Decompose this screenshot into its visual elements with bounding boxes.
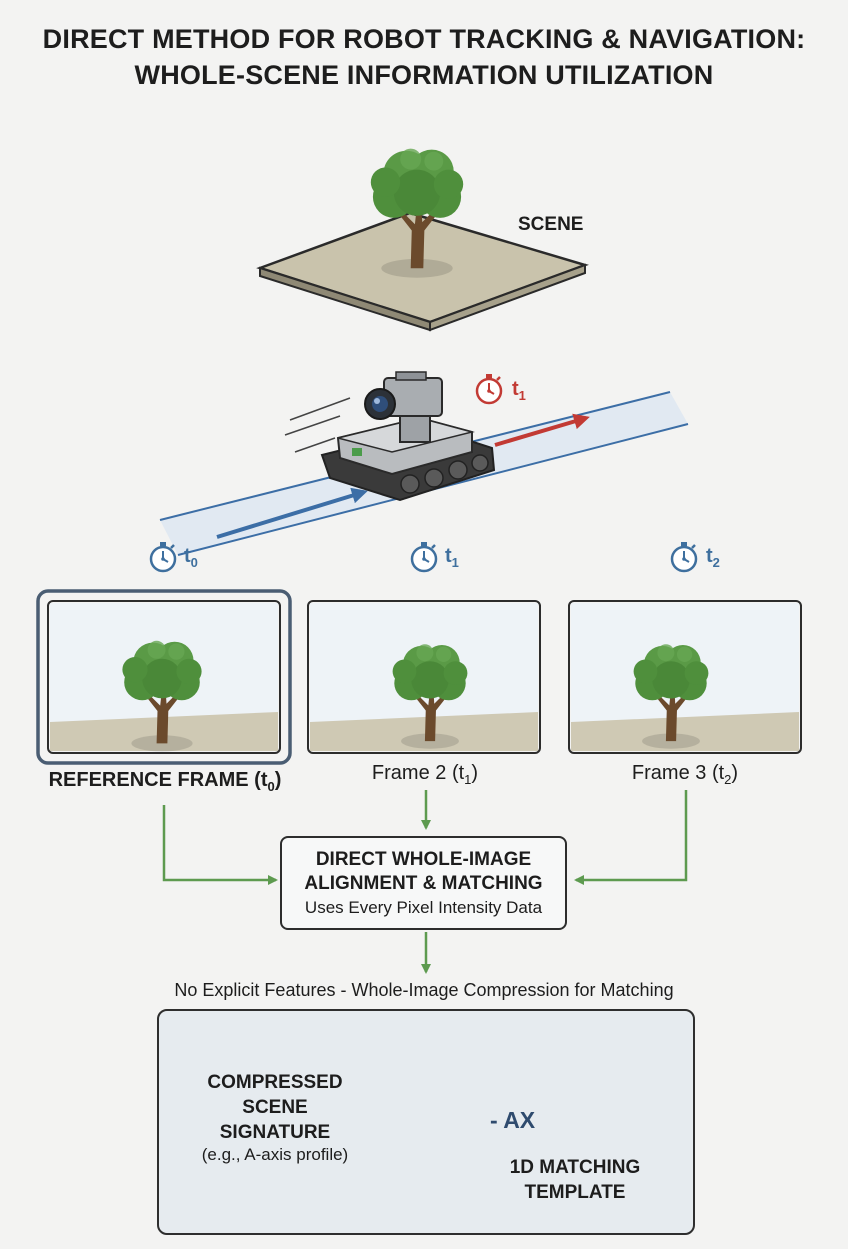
timestamp-t0-letter: t (184, 545, 191, 567)
robot-time-letter: t (512, 378, 519, 400)
frame-2-label-text: Frame 2 (t (371, 762, 465, 784)
template-line-2: TEMPLATE (524, 1182, 626, 1203)
signature-title-2: SCENE (242, 1097, 308, 1118)
compression-caption: No Explicit Features - Whole-Image Compr… (174, 980, 674, 1000)
timestamp-t2: t2 (706, 545, 720, 570)
alignment-title-2: ALIGNMENT & MATCHING (304, 873, 543, 894)
motion-arrow-blue (216, 487, 368, 539)
axis-label: - AX (490, 1107, 536, 1133)
timestamp-t0-sub: 0 (190, 555, 198, 570)
frame-2-label: Frame 2 (t1) (300, 762, 550, 787)
timestamp-t1: t1 (445, 545, 459, 570)
signature-title-3: SIGNATURE (219, 1122, 331, 1143)
alignment-title-1: DIRECT WHOLE-IMAGE (315, 849, 532, 870)
stopwatch-icon-t2 (670, 540, 698, 573)
frame-1-highlight (36, 589, 292, 765)
signature-note: (e.g., A-axis profile) (201, 1145, 349, 1164)
signature-title-1: COMPRESSED (207, 1072, 343, 1093)
frame-1-label: REFERENCE FRAME (t0) (20, 769, 310, 794)
frame-1-label-sub: 0 (267, 779, 275, 794)
stopwatch-icon-t1 (410, 540, 438, 573)
connector-arrows (162, 790, 688, 974)
frame-3-border (568, 600, 802, 754)
stopwatch-icon-t0 (149, 540, 177, 573)
frame-3-label-text: Frame 3 (t (631, 762, 725, 784)
title-line-1: DIRECT METHOD FOR ROBOT TRACKING & NAVIG… (42, 24, 806, 54)
timestamp-t0: t0 (184, 545, 198, 570)
frame-2-label-sub: 1 (464, 772, 472, 787)
frame-2-image (310, 603, 538, 751)
motion-arrow-red (494, 413, 590, 447)
timestamp-t2-sub: 2 (712, 555, 720, 570)
frame-3-image (571, 603, 799, 751)
robot-time-sub: 1 (518, 388, 526, 403)
robot-vehicle (284, 371, 496, 502)
matching-template-label: 1D MATCHING TEMPLATE (490, 1155, 660, 1205)
alignment-subtitle: Uses Every Pixel Intensity Data (304, 898, 543, 917)
robot-time-label: t1 (512, 378, 526, 403)
frame-3-label: Frame 3 (t2) (560, 762, 810, 787)
signature-description: COMPRESSED SCENE SIGNATURE (e.g., A-axis… (180, 1070, 370, 1165)
robot-stopwatch-icon (475, 372, 503, 405)
diagram-title: DIRECT METHOD FOR ROBOT TRACKING & NAVIG… (0, 21, 848, 93)
template-line-1: 1D MATCHING (509, 1157, 641, 1178)
signature-panel (157, 1009, 695, 1235)
frame-1-border (47, 600, 281, 754)
scene-label: SCENE (518, 214, 584, 235)
timestamp-t1-letter: t (445, 545, 452, 567)
timestamp-t1-sub: 1 (451, 555, 459, 570)
frame-3-label-close: ) (731, 762, 739, 784)
frame-2-border (307, 600, 541, 754)
frame-1-label-text: REFERENCE FRAME (t (48, 769, 268, 791)
alignment-box: DIRECT WHOLE-IMAGE ALIGNMENT & MATCHING … (280, 836, 567, 930)
frame-2-label-close: ) (471, 762, 479, 784)
frame-1-image (50, 603, 278, 752)
frame-1-label-close: ) (274, 769, 282, 791)
timestamp-t2-letter: t (706, 545, 713, 567)
frame-3-label-sub: 2 (724, 772, 732, 787)
title-line-2: WHOLE-SCENE INFORMATION UTILIZATION (134, 60, 714, 90)
